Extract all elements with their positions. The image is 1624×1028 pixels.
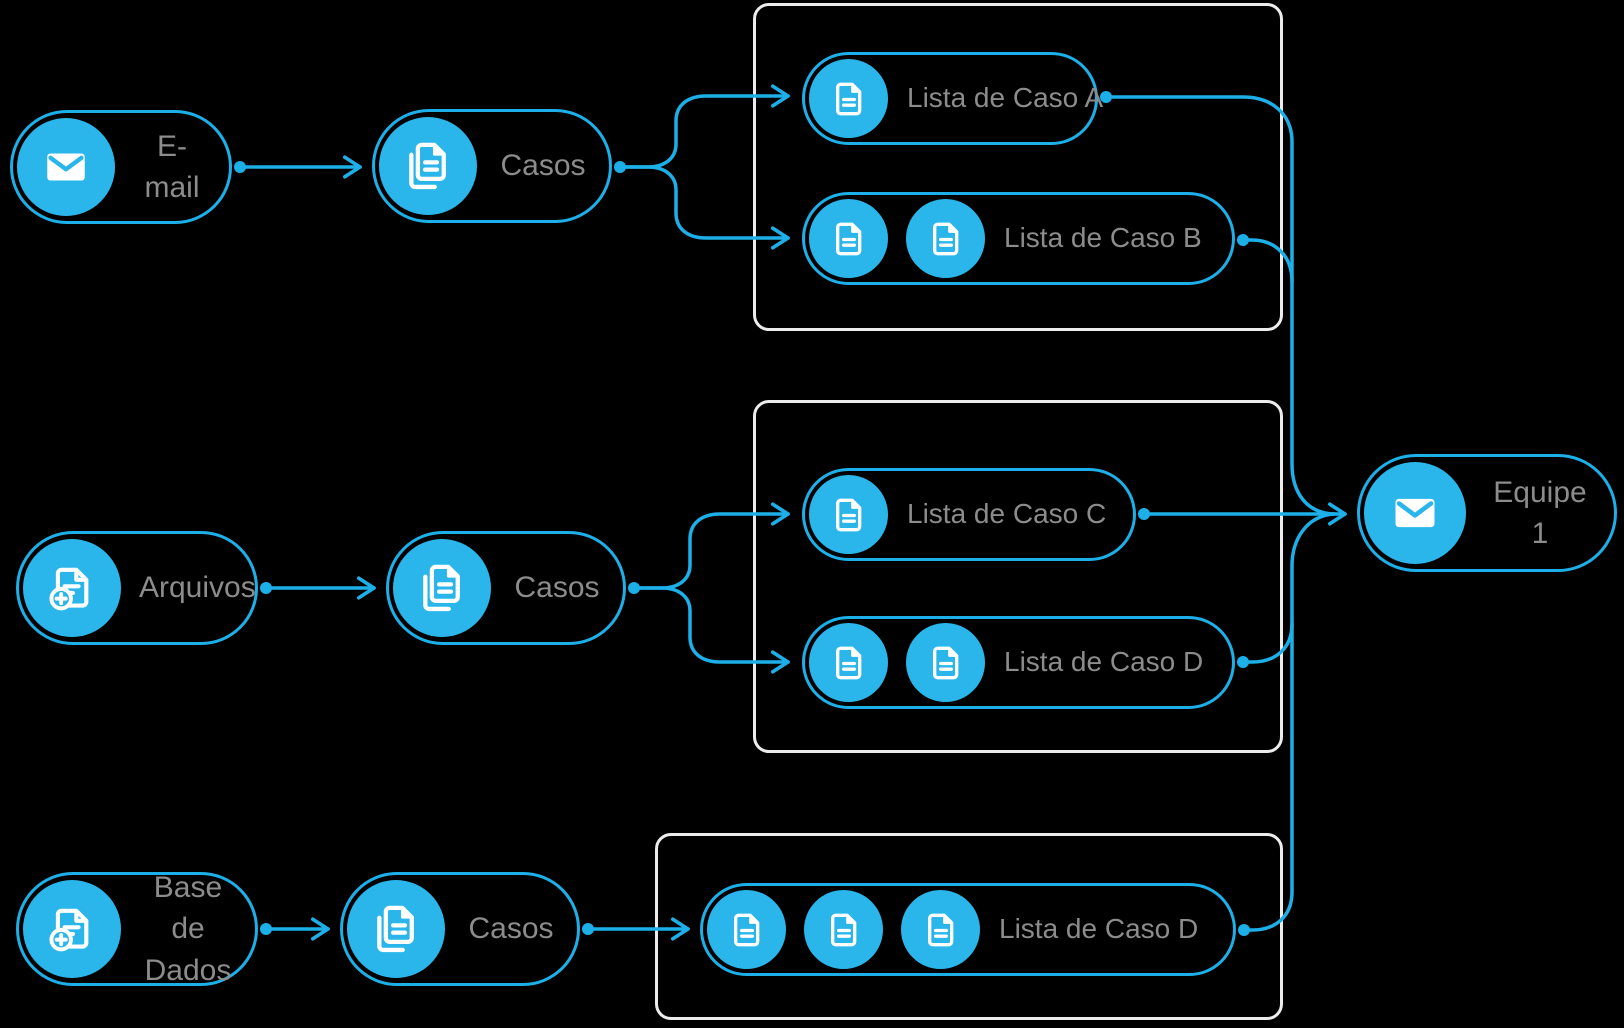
node-label: Casos xyxy=(468,912,554,946)
node-label: Lista de Caso C xyxy=(907,498,1107,530)
file-plus-icon xyxy=(23,539,121,637)
node-casos-2[interactable]: Casos xyxy=(386,531,626,645)
node-lista-d1[interactable]: Lista de Caso D xyxy=(802,616,1235,709)
document-icon xyxy=(707,890,786,969)
file-plus-icon xyxy=(23,880,121,978)
node-arquivos[interactable]: Arquivos xyxy=(16,531,258,645)
node-label: Lista de Caso D xyxy=(1004,646,1204,678)
node-email[interactable]: E-mail xyxy=(10,110,232,224)
node-base-de-dados[interactable]: Base de Dados xyxy=(16,871,258,987)
documents-stack-icon xyxy=(393,539,491,637)
documents-stack-icon xyxy=(379,117,477,215)
documents-stack-icon xyxy=(347,880,445,978)
node-label: Lista de Caso D xyxy=(999,913,1199,945)
envelope-icon xyxy=(1364,462,1466,564)
node-equipe-1[interactable]: Equipe 1 xyxy=(1357,454,1617,572)
node-label: Casos xyxy=(500,149,586,183)
node-lista-c[interactable]: Lista de Caso C xyxy=(802,468,1136,561)
document-icon xyxy=(906,199,985,278)
document-icon xyxy=(809,623,888,702)
node-label: Arquivos xyxy=(139,571,256,605)
document-icon xyxy=(901,890,980,969)
document-icon xyxy=(809,59,888,138)
node-label: Equipe 1 xyxy=(1493,475,1587,550)
node-label: Lista de Caso B xyxy=(1004,222,1202,254)
envelope-icon xyxy=(17,118,115,216)
document-icon xyxy=(804,890,883,969)
node-casos-3[interactable]: Casos xyxy=(340,872,580,986)
document-icon xyxy=(906,623,985,702)
node-lista-b[interactable]: Lista de Caso B xyxy=(802,192,1235,285)
document-icon xyxy=(809,475,888,554)
node-casos-1[interactable]: Casos xyxy=(372,109,612,223)
node-lista-d2[interactable]: Lista de Caso D xyxy=(700,883,1236,976)
node-label: Lista de Caso A xyxy=(907,82,1104,114)
node-lista-a[interactable]: Lista de Caso A xyxy=(802,52,1103,145)
node-label: E-mail xyxy=(144,129,200,204)
document-icon xyxy=(809,199,888,278)
node-label: Base de Dados xyxy=(144,870,232,987)
node-label: Casos xyxy=(514,571,600,605)
